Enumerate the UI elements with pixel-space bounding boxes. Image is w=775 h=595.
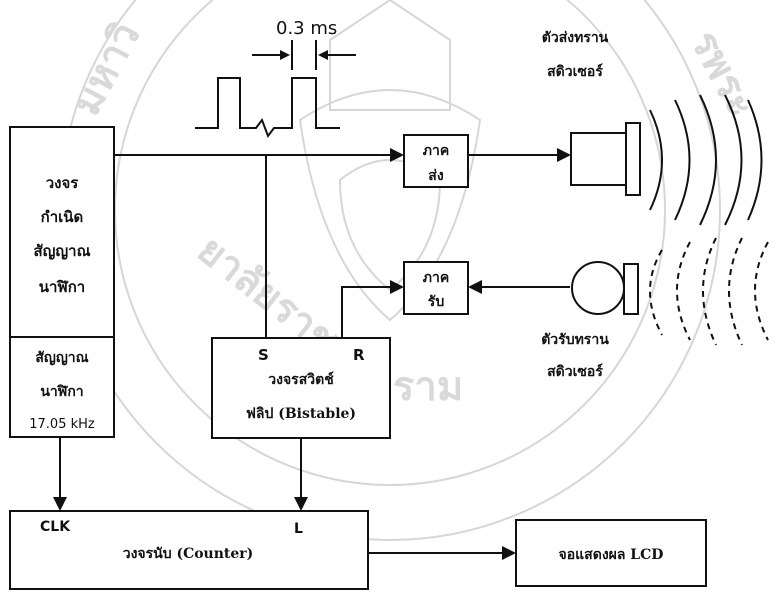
receiver-label-2: สดิวเซอร์ bbox=[547, 363, 603, 380]
counter-clk-pin: CLK bbox=[40, 519, 71, 535]
arrowhead-lcd bbox=[502, 546, 516, 560]
receive-label-1: ภาค bbox=[423, 270, 449, 286]
arrowhead-transducer-in bbox=[557, 148, 571, 162]
oscillator-label-1: วงจร bbox=[46, 174, 80, 192]
transmitter-label-2: สดิวเซอร์ bbox=[547, 63, 603, 80]
watermark-crown bbox=[329, 0, 451, 111]
rx-wave-4 bbox=[728, 237, 743, 346]
clock-signal-label-1: สัญญาณ bbox=[35, 350, 88, 366]
lcd-block: จอแสดงผล LCD bbox=[515, 519, 707, 587]
rx-wave-5 bbox=[754, 241, 769, 341]
bistable-label-1: วงจรสวิตช์ bbox=[268, 371, 334, 388]
bistable-box bbox=[211, 337, 391, 439]
oscillator-label-2: กำเนิด bbox=[41, 208, 84, 226]
tx-wave-1 bbox=[649, 109, 663, 211]
clock-frequency: 17.05 kHz bbox=[29, 417, 95, 432]
tx-wave-3 bbox=[699, 94, 717, 226]
pulse-width-label: 0.3 ms bbox=[276, 18, 337, 39]
tx-wave-2 bbox=[674, 99, 691, 221]
arrowhead-clk bbox=[53, 497, 67, 511]
bistable-label-2: ฟลิป (Bistable) bbox=[246, 406, 356, 422]
watermark-outer-ring bbox=[59, 0, 721, 541]
pulse-width-arrowhead-left bbox=[280, 50, 290, 60]
arrowhead-load bbox=[294, 497, 308, 511]
counter-label: วงจรนับ (Counter) bbox=[123, 546, 254, 562]
receive-box bbox=[403, 261, 469, 315]
rx-wave-3 bbox=[702, 237, 717, 346]
oscillator-block: วงจร กำเนิด สัญญาณ นาฬิกา สัญญาณ นาฬิกา … bbox=[9, 126, 115, 438]
oscillator-label-4: นาฬิกา bbox=[39, 278, 85, 296]
tx-wave-4 bbox=[724, 94, 743, 226]
transmit-label-1: ภาค bbox=[423, 143, 449, 159]
pulse-waveform: 0.3 ms bbox=[195, 18, 356, 139]
arrowhead-reset-link bbox=[390, 280, 404, 294]
rx-wave-1 bbox=[649, 249, 663, 336]
lcd-label: จอแสดงผล LCD bbox=[559, 547, 664, 563]
wire-receive-to-reset bbox=[341, 286, 392, 338]
transmit-label-2: ส่ง bbox=[428, 168, 444, 184]
transmitter-plate bbox=[625, 122, 641, 196]
receiver-body bbox=[571, 261, 625, 315]
lcd-box bbox=[515, 519, 707, 587]
receiver-transducer: ตัวรับทราน สดิวเซอร์ bbox=[541, 237, 769, 380]
counter-block: CLK L วงจรนับ (Counter) bbox=[9, 510, 369, 590]
arrowhead-receive-in bbox=[468, 280, 482, 294]
bistable-r-pin: R bbox=[353, 346, 365, 364]
counter-box bbox=[9, 510, 369, 590]
bistable-block: S R วงจรสวิตช์ ฟลิป (Bistable) bbox=[211, 337, 391, 439]
receiver-plate bbox=[623, 263, 639, 315]
bistable-s-pin: S bbox=[258, 346, 269, 364]
oscillator-label-3: สัญญาณ bbox=[33, 242, 90, 260]
transmitter-label-1: ตัวส่งทราน bbox=[542, 30, 609, 46]
transmitter-transducer: ตัวส่งทราน สดิวเซอร์ bbox=[542, 30, 763, 226]
clock-signal-label-2: นาฬิกา bbox=[40, 384, 83, 400]
transmit-section: ภาค ส่ง bbox=[403, 134, 469, 188]
transmitter-body bbox=[570, 132, 627, 186]
pulse-width-arrowhead-right bbox=[318, 50, 328, 60]
receive-section: ภาค รับ bbox=[403, 261, 469, 315]
counter-l-pin: L bbox=[294, 521, 303, 537]
receiver-label-1: ตัวรับทราน bbox=[541, 332, 609, 348]
receive-label-2: รับ bbox=[428, 294, 445, 310]
pulse-train bbox=[195, 77, 340, 139]
oscillator-box bbox=[9, 126, 115, 438]
watermark-emblem bbox=[298, 89, 482, 322]
transmit-box bbox=[403, 134, 469, 188]
watermark-left-text: มหาวิ bbox=[62, 14, 149, 122]
rx-wave-2 bbox=[676, 241, 691, 341]
arrowhead-transmit-in bbox=[390, 148, 404, 162]
tx-wave-5 bbox=[747, 99, 763, 221]
